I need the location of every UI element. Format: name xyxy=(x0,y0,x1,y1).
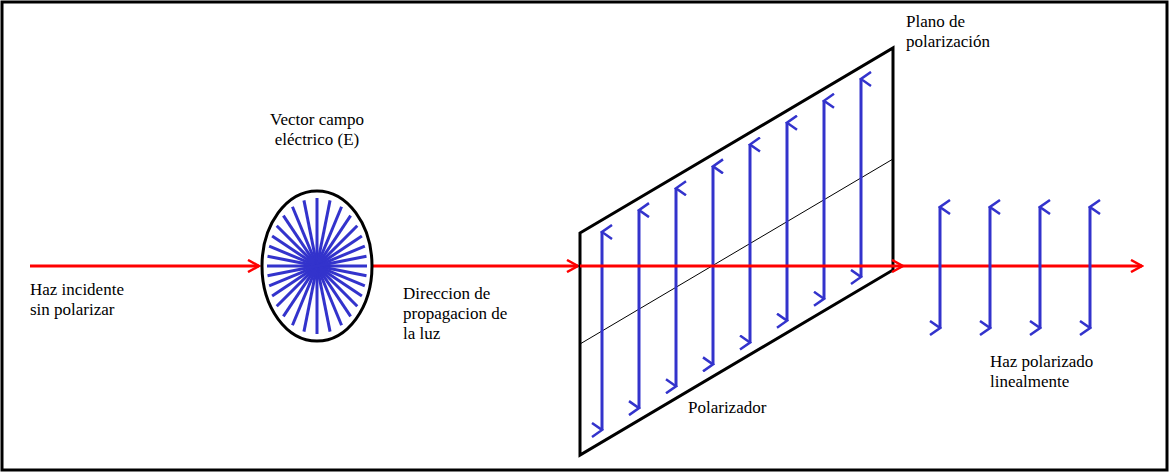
vector-label: Vector campo eléctrico (E) xyxy=(262,110,372,150)
polarizer-plate xyxy=(580,48,893,455)
beam-label: Haz incidente sin polarizar xyxy=(30,280,142,320)
polarized-vectors xyxy=(940,207,1090,328)
result-label: Haz polarizado linealmente xyxy=(990,352,1120,392)
light-beam xyxy=(580,265,903,268)
field-vector-circle xyxy=(262,191,372,341)
direction-label: Direccion de propagacion de la luz xyxy=(403,284,511,344)
light-beam xyxy=(30,265,259,268)
polarizer-label: Polarizador xyxy=(688,398,798,418)
light-beam xyxy=(373,265,578,268)
plane-label: Plano de polarización xyxy=(906,12,1016,52)
